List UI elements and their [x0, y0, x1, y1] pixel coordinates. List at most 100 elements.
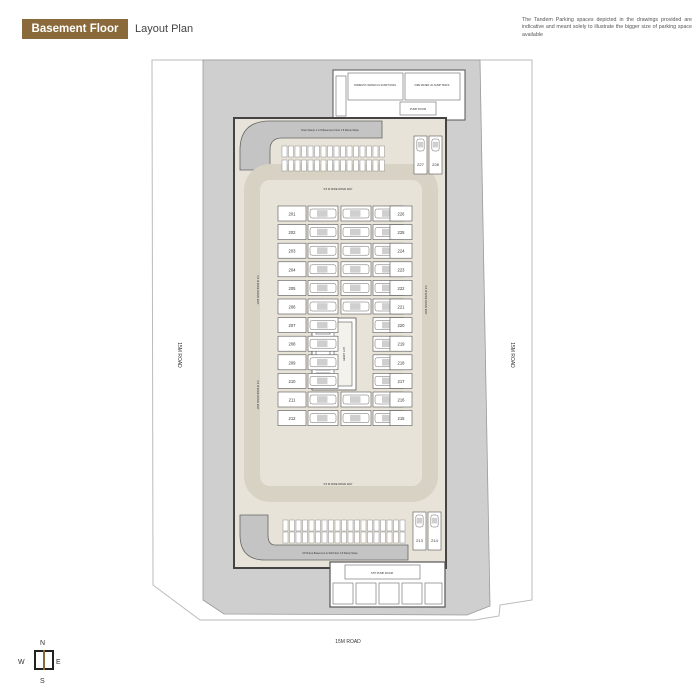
slot-number: 207	[289, 323, 297, 328]
slot-number: 214	[431, 538, 438, 543]
bike-slot	[386, 519, 393, 532]
bike-slot	[399, 531, 406, 544]
parking-slot	[340, 298, 372, 315]
slot-number: 209	[289, 360, 297, 365]
bike-slot	[307, 145, 314, 158]
bike-slot	[301, 145, 307, 158]
car-icon	[309, 245, 337, 256]
car-icon	[309, 301, 337, 312]
slot-number: 220	[398, 323, 406, 328]
bike-slot	[295, 531, 302, 544]
bike-slot	[321, 519, 328, 532]
parking-slot: 217	[389, 373, 413, 389]
parking-slot: 226	[389, 205, 413, 222]
bike-slot	[294, 145, 301, 158]
bike-slot	[294, 159, 301, 172]
fire-tank	[404, 72, 461, 101]
drive-label-inner: 5.8 M WIDE DRIVE WAY	[256, 381, 260, 410]
parking-slot: 202	[277, 224, 307, 240]
parking-slot: 213	[412, 511, 427, 551]
bike-slot	[353, 145, 359, 158]
bike-strip-top	[281, 145, 385, 172]
parking-slot	[340, 242, 372, 259]
fire-tank-label: FIRE WATER UG SUMP TANKS	[415, 84, 450, 87]
parking-slot: 204	[277, 261, 307, 278]
bike-slot	[320, 145, 327, 158]
bike-slot	[360, 519, 367, 532]
car-icon	[342, 283, 370, 293]
stp-cells	[332, 582, 443, 605]
drive-label-right: 5.8 M WIDE DRIVE WAY	[424, 286, 428, 315]
parking-area: 2012022032042052062072082092102112122262…	[277, 205, 413, 426]
slot-number: 225	[398, 230, 406, 235]
drive-label-bottom: 5.8 M WIDE DRIVE WAY	[324, 482, 353, 486]
slot-number: 226	[398, 212, 406, 217]
bike-slot	[308, 519, 315, 532]
bike-slot	[354, 519, 360, 532]
bike-strip-bottom	[282, 519, 406, 544]
car-icon	[309, 264, 337, 275]
parking-slot	[340, 205, 372, 222]
parking-slot	[307, 391, 339, 408]
parking-slot: 223	[389, 261, 413, 278]
car-icon	[309, 394, 337, 405]
bike-slot	[308, 531, 315, 544]
parking-slot: 227	[413, 135, 428, 175]
bike-slot	[288, 159, 294, 172]
car-icon	[430, 514, 439, 528]
slot-number: 206	[289, 305, 297, 310]
car-icon	[342, 245, 370, 256]
bike-slot	[346, 145, 353, 158]
car-icon	[342, 208, 370, 219]
slot-number: 223	[398, 267, 406, 272]
bike-slot	[288, 145, 294, 158]
parking-slot	[340, 391, 372, 408]
bike-slot	[340, 159, 346, 172]
road-label-east: 15M ROAD	[509, 342, 515, 368]
compass-west: W	[18, 659, 25, 666]
bike-slot	[281, 145, 288, 158]
parking-slot: 209	[277, 354, 307, 371]
slot-number: 210	[289, 379, 297, 384]
bike-slot	[373, 531, 380, 544]
car-icon	[309, 376, 337, 386]
car-icon	[342, 264, 370, 275]
bike-slot	[346, 159, 353, 172]
car-icon	[431, 138, 440, 152]
road-label-south: 15M ROAD	[335, 639, 361, 645]
slot-number: 222	[398, 286, 406, 291]
bike-slot	[366, 145, 372, 158]
bike-slot	[340, 145, 346, 158]
bike-slot	[380, 531, 386, 544]
slot-number: 219	[398, 342, 406, 347]
drive-ring	[244, 164, 438, 502]
slot-number: 228	[432, 162, 439, 167]
parking-slot: 205	[277, 280, 307, 296]
parking-slot	[307, 317, 339, 333]
slot-number: 201	[289, 212, 297, 217]
car-icon	[309, 357, 337, 368]
bike-slot	[372, 159, 379, 172]
bike-slot	[360, 531, 367, 544]
compass-east: E	[56, 659, 61, 666]
bike-slot	[321, 531, 328, 544]
lift-lobby	[333, 321, 353, 387]
parking-slot	[307, 205, 339, 222]
slot-number: 224	[398, 249, 406, 254]
parking-slot: 221	[389, 298, 413, 315]
bike-slot	[399, 519, 406, 532]
parking-slot: 220	[389, 317, 413, 333]
compass-north: N	[40, 640, 46, 647]
parking-slot: 210	[277, 373, 307, 389]
parking-slot: 211	[277, 391, 307, 408]
bike-slot	[289, 519, 295, 532]
side-room	[335, 75, 347, 117]
bike-slot	[281, 159, 288, 172]
parking-slot: 228	[428, 135, 443, 175]
lift-lobby-label: LIFT LOBBY	[342, 347, 345, 361]
bike-slot	[315, 531, 321, 544]
parking-slot: 212	[277, 410, 307, 426]
slot-number: 212	[289, 416, 297, 421]
bike-slot	[367, 531, 373, 544]
parking-slot	[307, 261, 339, 278]
